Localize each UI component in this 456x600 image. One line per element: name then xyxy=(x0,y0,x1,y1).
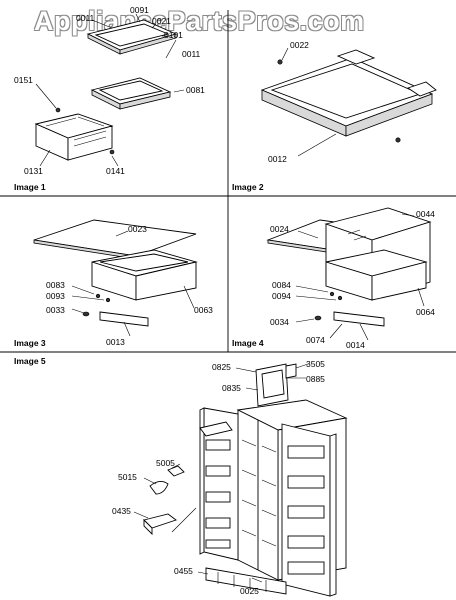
image3-drawing xyxy=(33,219,198,337)
part-label: 0033 xyxy=(46,305,65,315)
part-label: 0094 xyxy=(272,291,291,301)
part-label: 5015 xyxy=(118,472,137,482)
part-label: 0101 xyxy=(164,30,183,40)
part-label: 0011 xyxy=(182,49,201,59)
image5-caption: Image 5 xyxy=(14,356,46,366)
part-label: 0024 xyxy=(270,224,289,234)
watermark: AppliancePartsPros.com xyxy=(34,6,365,36)
part-label: 0093 xyxy=(46,291,65,301)
part-label: 0091 xyxy=(130,5,149,15)
part-label: 0014 xyxy=(346,340,365,350)
panel-dividers xyxy=(0,10,456,353)
image1-caption: Image 1 xyxy=(14,182,46,192)
part-label: 3505 xyxy=(306,359,325,369)
part-label: 0151 xyxy=(14,75,33,85)
image2-drawing xyxy=(260,47,437,157)
part-label: 0011 xyxy=(76,13,95,23)
part-label: 0063 xyxy=(194,305,213,315)
part-label: 0064 xyxy=(416,307,435,317)
part-label: 0013 xyxy=(106,337,125,347)
part-label: 0083 xyxy=(46,280,65,290)
part-label: 0023 xyxy=(128,224,147,234)
part-label: 0025 xyxy=(240,586,259,596)
part-label: 0012 xyxy=(268,154,287,164)
image3-caption: Image 3 xyxy=(14,338,46,348)
part-label: 0455 xyxy=(174,566,193,576)
part-label: 5005 xyxy=(156,458,175,468)
image1-drawing xyxy=(34,13,185,167)
part-label: 0021 xyxy=(152,16,171,26)
part-label: 0084 xyxy=(272,280,291,290)
image2-caption: Image 2 xyxy=(232,182,264,192)
part-label: 0022 xyxy=(290,40,309,50)
part-label: 0074 xyxy=(306,335,325,345)
image4-drawing xyxy=(266,207,432,341)
image5-drawing xyxy=(133,363,348,597)
part-label: 0835 xyxy=(222,383,241,393)
image4-caption: Image 4 xyxy=(232,338,264,348)
part-label: 0081 xyxy=(186,85,205,95)
part-label: 0435 xyxy=(112,506,131,516)
part-label: 0885 xyxy=(306,374,325,384)
part-label: 0034 xyxy=(270,317,289,327)
part-label: 0131 xyxy=(24,166,43,176)
part-label: 0141 xyxy=(106,166,125,176)
part-label: 0825 xyxy=(212,362,231,372)
part-label: 0044 xyxy=(416,209,435,219)
